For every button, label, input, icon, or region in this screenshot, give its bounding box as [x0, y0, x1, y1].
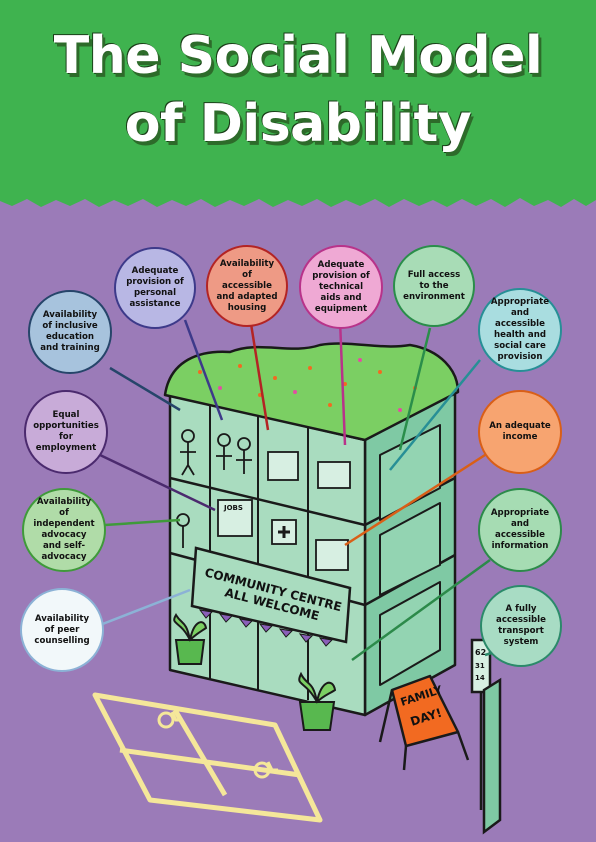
- bubble-transport: A fully accessible transport system: [480, 585, 562, 667]
- bubble-housing-label: Availability of accessible and adapted h…: [216, 258, 278, 313]
- connector-lines: [99, 304, 496, 662]
- bubble-technical-aids: Adequate provision of technical aids and…: [299, 245, 383, 329]
- parking-bays: [92, 692, 323, 823]
- roof-dots-pink: [218, 358, 402, 412]
- bubble-employment: Equal opportunities for employment: [24, 390, 108, 474]
- building: [163, 342, 460, 717]
- bubble-technical-aids-label: Adequate provision of technical aids and…: [312, 259, 370, 314]
- bus-stop-number-3: 14: [475, 674, 485, 682]
- family-day-sign: [378, 674, 470, 771]
- bubble-health-care: Appropriate and accessible health and so…: [478, 288, 562, 372]
- title-line2: of Disability: [124, 94, 472, 154]
- bubble-employment-label: Equal opportunities for employment: [33, 410, 99, 453]
- bus-stop-number-2: 31: [475, 662, 485, 670]
- bubble-peer-counselling: Availability of peer counselling: [20, 588, 104, 672]
- wheelchair-symbol: [157, 711, 278, 779]
- bubble-income: An adequate income: [478, 390, 562, 474]
- bubble-income-label: An adequate income: [489, 421, 551, 442]
- bubble-environment-label: Full access to the environment: [403, 269, 465, 302]
- bubble-health-care-label: Appropriate and accessible health and so…: [490, 297, 550, 362]
- jobs-board-text: JOBS: [223, 504, 243, 512]
- community-sign: [190, 546, 352, 647]
- bubble-transport-label: A fully accessible transport system: [496, 604, 546, 647]
- bubble-advocacy: Availability of independent advocacy and…: [22, 488, 106, 572]
- bubble-peer-counselling-label: Availability of peer counselling: [34, 613, 90, 646]
- bubble-environment: Full access to the environment: [393, 245, 475, 327]
- bubble-housing: Availability of accessible and adapted h…: [206, 245, 288, 327]
- plant-left: [173, 613, 208, 665]
- bubble-information: Appropriate and accessible information: [478, 488, 562, 572]
- interior-people: [176, 429, 351, 571]
- bubble-personal-assistance: Adequate provision of personal assistanc…: [114, 247, 196, 329]
- plant-right: [298, 671, 337, 731]
- bubble-education-label: Availability of inclusive education and …: [40, 310, 100, 353]
- title-line1: The Social Model: [53, 26, 543, 86]
- bubble-advocacy-label: Availability of independent advocacy and…: [33, 497, 95, 562]
- header-banner: [0, 0, 596, 207]
- bubble-personal-assistance-label: Adequate provision of personal assistanc…: [126, 266, 184, 309]
- bus-stop-number: 62: [475, 648, 486, 657]
- bubble-information-label: Appropriate and accessible information: [490, 508, 550, 551]
- bubble-education: Availability of inclusive education and …: [28, 290, 112, 374]
- bus-stop: [470, 638, 502, 835]
